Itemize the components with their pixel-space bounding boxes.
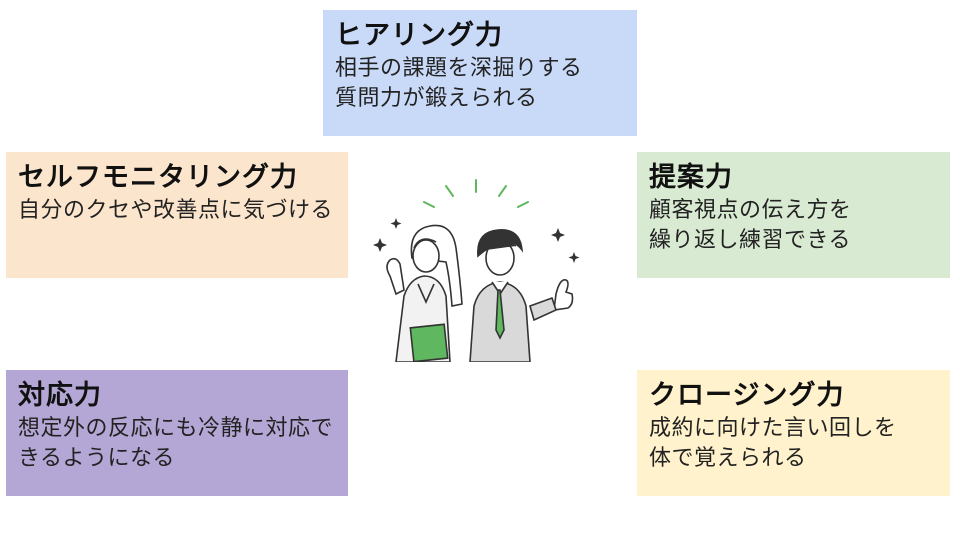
card-closing: クロージング力 成約に向けた言い回しを 体で覚えられる [637, 370, 950, 496]
card-title: クロージング力 [649, 380, 845, 411]
card-title: 対応力 [18, 380, 102, 411]
card-proposal: 提案力 顧客視点の伝え方を 繰り返し練習できる [637, 152, 950, 278]
card-body: 成約に向けた言い回しを 体で覚えられる [649, 414, 938, 474]
card-body-line: 質問力が鍛えられる [335, 86, 538, 111]
card-title: ヒアリング力 [335, 20, 503, 51]
card-hearing: ヒアリング力 相手の課題を深掘りする 質問力が鍛えられる [323, 10, 637, 136]
card-body-line: 繰り返し練習できる [649, 228, 852, 253]
card-body-line: 相手の課題を深掘りする [335, 56, 583, 81]
card-title: セルフモニタリング力 [18, 162, 298, 193]
card-body: 相手の課題を深掘りする 質問力が鍛えられる [335, 54, 625, 114]
card-body: 想定外の反応にも冷静に対応できるようになる [18, 416, 334, 471]
card-body-line: 体で覚えられる [649, 446, 807, 471]
business-people-icon [360, 176, 592, 363]
card-body-line: 成約に向けた言い回しを [649, 416, 897, 441]
card-body-line: 顧客視点の伝え方を [649, 198, 852, 223]
card-body: 顧客視点の伝え方を 繰り返し練習できる [649, 196, 938, 256]
card-self-monitoring: セルフモニタリング力 自分のクセや改善点に気づける [6, 152, 348, 278]
card-title: 提案力 [649, 162, 733, 193]
card-body: 自分のクセや改善点に気づける [18, 198, 334, 223]
card-response: 対応力 想定外の反応にも冷静に対応できるようになる [6, 370, 348, 496]
